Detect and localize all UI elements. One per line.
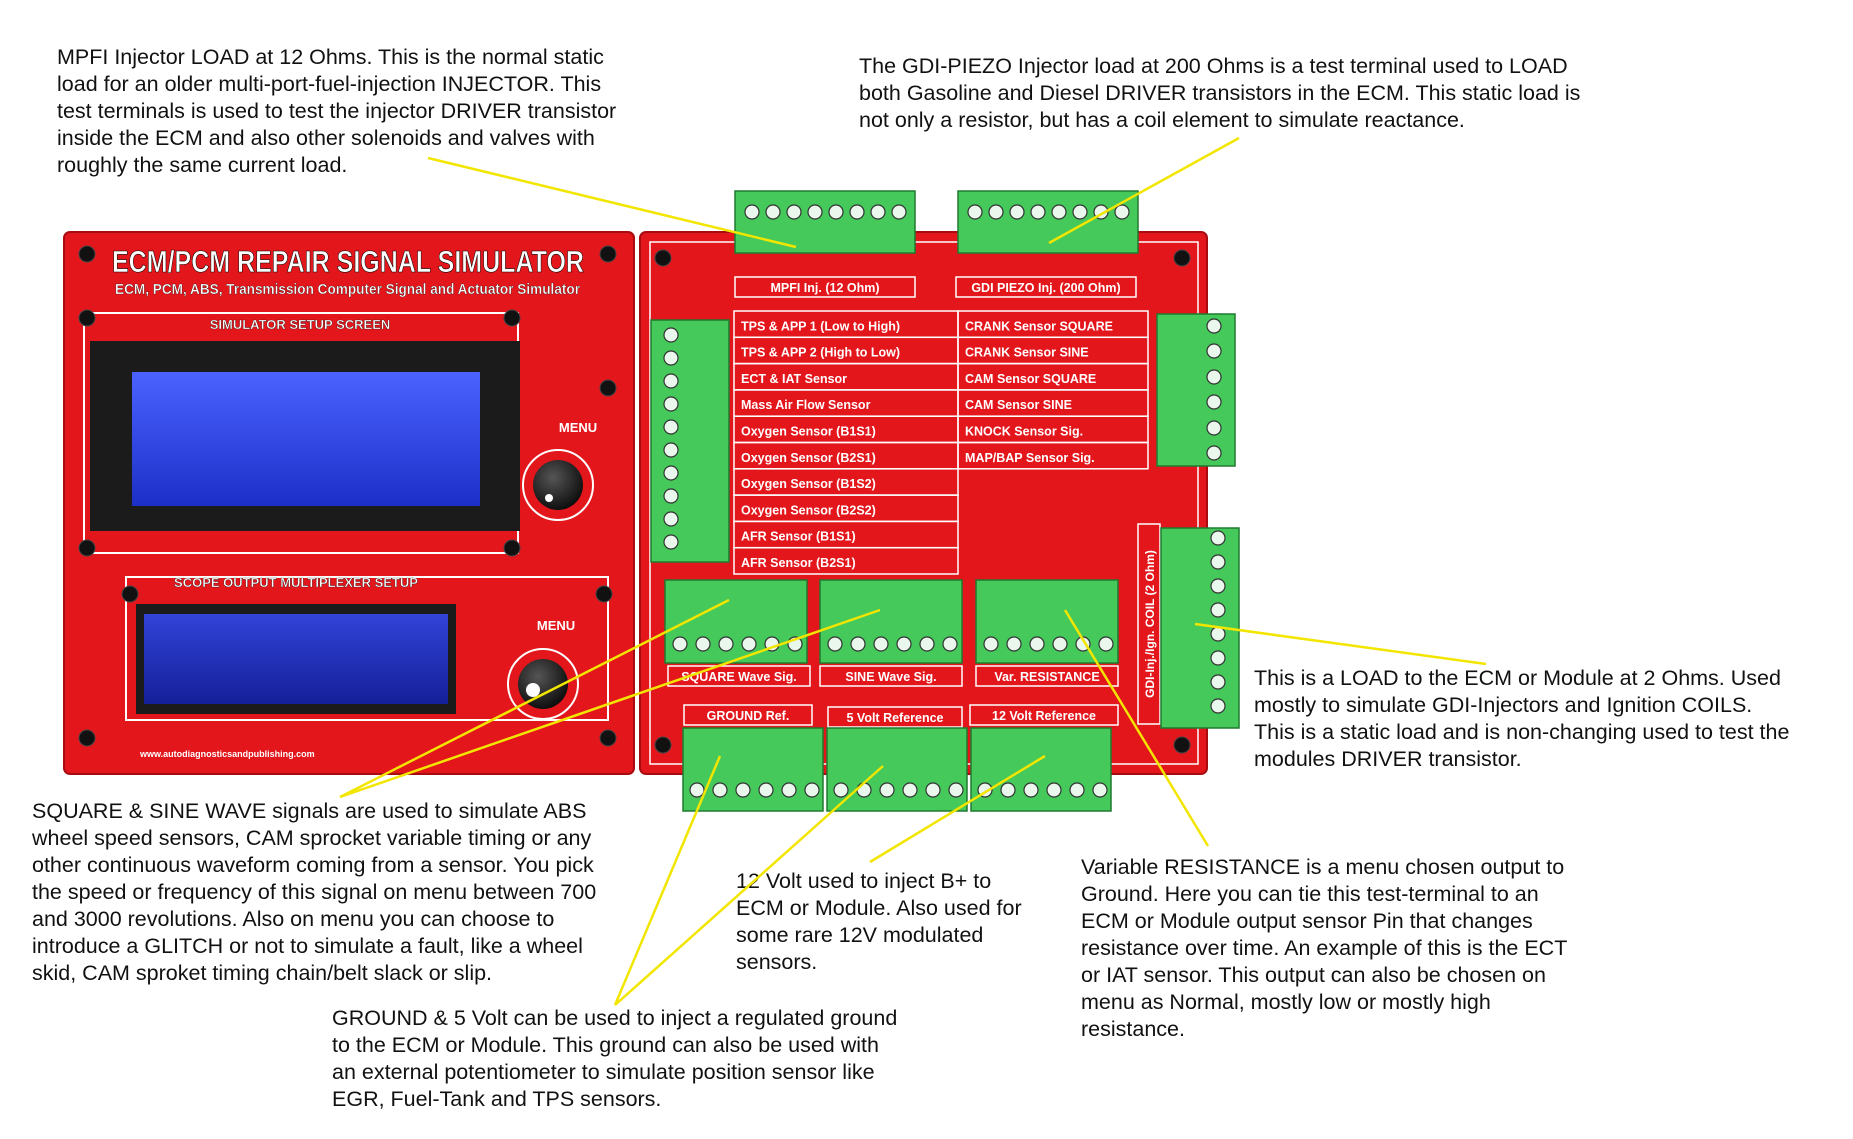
mpfi-screws (744, 204, 907, 220)
sensor-left-label: TPS & APP 2 (High to Low) (741, 346, 900, 360)
annotation-wave: SQUARE & SINE WAVE signals are used to s… (32, 799, 597, 985)
scope-frame (125, 576, 609, 721)
menu-knob-ring-2 (507, 648, 579, 720)
scope-label: SCOPE OUTPUT MULTIPLEXER SETUP (174, 575, 418, 590)
sensor-terminal-strip-right[interactable] (1156, 313, 1236, 467)
leader-resistance (1063, 609, 1210, 847)
gdi-screws (967, 204, 1130, 220)
coil-label: GDI-Inj./Ign. COIL (2 Ohm) (1143, 550, 1157, 698)
sensor-left-label: AFR Sensor (B1S1) (741, 530, 856, 544)
resistance-terminal-block[interactable] (975, 579, 1119, 664)
sine-wave-label: SINE Wave Sig. (845, 670, 936, 684)
mpfi-label-box (734, 276, 916, 298)
screws (78, 245, 1191, 754)
gdi-terminal-block[interactable] (957, 190, 1139, 254)
lcd-screen-1 (132, 372, 480, 506)
leader-gdi (1048, 136, 1240, 245)
ground-screws (689, 782, 820, 798)
square-wave-label: SQUARE Wave Sig. (681, 670, 797, 684)
website-text: www.autodiagnosticsandpublishing.com (139, 749, 315, 759)
sensor-strip-left-screws (663, 327, 679, 550)
five-volt-label: 5 Volt Reference (846, 711, 943, 725)
sensor-right-label: CRANK Sensor SQUARE (965, 319, 1113, 333)
lcd-screen-2 (144, 614, 448, 704)
sensor-right-label: CRANK Sensor SINE (965, 346, 1089, 360)
resistance-label: Var. RESISTANCE (994, 670, 1099, 684)
leader-twelve (869, 754, 1046, 864)
twelve-volt-label-box (969, 704, 1119, 726)
ground-terminal-block[interactable] (682, 727, 824, 812)
coil-screws (1210, 530, 1226, 714)
sensor-right-label: KNOCK Sensor Sig. (965, 425, 1083, 439)
five-volt-terminal-block[interactable] (826, 727, 968, 812)
sensor-left-label: TPS & APP 1 (Low to High) (741, 319, 900, 333)
sensor-label-table: TPS & APP 1 (Low to High) TPS & APP 2 (Hi… (733, 310, 1149, 575)
annotation-twelve-volt: 12 Volt used to inject B+ to ECM or Modu… (736, 869, 1022, 974)
twelve-volt-terminal-block[interactable] (970, 727, 1112, 812)
mpfi-label: MPFI Inj. (12 Ohm) (770, 281, 879, 295)
sensor-strip-right-screws (1206, 318, 1222, 461)
sine-wave-label-box (819, 665, 963, 687)
sine-wave-terminal-block[interactable] (819, 579, 963, 664)
menu-knob-1[interactable] (533, 460, 583, 510)
leader-five (614, 765, 884, 1006)
ground-label: GROUND Ref. (707, 709, 790, 723)
menu-knob-ring-1 (522, 449, 594, 521)
sensor-left-label: Mass Air Flow Sensor (741, 398, 871, 412)
sensor-left-label: Oxygen Sensor (B2S1) (741, 451, 876, 465)
board-title: ECM/PCM REPAIR SIGNAL SIMULATOR (112, 244, 584, 279)
five-volt-screws (833, 782, 964, 798)
sensor-terminal-strip-left[interactable] (650, 319, 730, 563)
annotation-resistance: Variable RESISTANCE is a menu chosen out… (1081, 855, 1568, 1041)
annotation-coil: This is a LOAD to the ECM or Module at 2… (1254, 666, 1790, 771)
twelve-volt-label: 12 Volt Reference (992, 709, 1096, 723)
board-subtitle: ECM, PCM, ABS, Transmission Computer Sig… (115, 281, 580, 298)
sensor-right-label-box (957, 441, 1149, 470)
annotation-gdi: The GDI-PIEZO Injector load at 200 Ohms … (859, 54, 1581, 132)
sensor-right-label: CAM Sensor SINE (965, 398, 1072, 412)
gdi-label: GDI PIEZO Inj. (200 Ohm) (971, 281, 1120, 295)
menu-label-1: MENU (559, 420, 597, 435)
leader-mpfi (427, 156, 797, 249)
leader-ground (613, 755, 722, 1006)
resistance-label-box (975, 665, 1119, 687)
sine-wave-screws (827, 636, 958, 652)
sensor-right-label: CAM Sensor SQUARE (965, 372, 1096, 386)
sensor-left-label: ECT & IAT Sensor (741, 372, 847, 386)
sensor-left-label: Oxygen Sensor (B1S2) (741, 477, 876, 491)
sensor-left-label: AFR Sensor (B2S1) (741, 556, 856, 570)
leader-square (339, 598, 730, 799)
leader-coil (1194, 622, 1487, 666)
leader-lines (339, 136, 1487, 1006)
annotation-ground: GROUND & 5 Volt can be used to inject a … (332, 1006, 898, 1111)
setup-screen-label: SIMULATOR SETUP SCREEN (210, 317, 391, 332)
menu-knob-2-indicator (526, 683, 540, 697)
sensor-right-label: MAP/BAP Sensor Sig. (965, 451, 1095, 465)
mpfi-terminal-block[interactable] (734, 190, 916, 254)
leader-sine (339, 608, 881, 799)
menu-knob-1-indicator (545, 494, 553, 502)
sensor-left-label: Oxygen Sensor (B2S2) (741, 503, 876, 517)
menu-label-2: MENU (537, 618, 575, 633)
coil-label-box (1137, 523, 1161, 725)
ground-label-box (683, 704, 813, 726)
sensor-left-label: Oxygen Sensor (B1S1) (741, 425, 876, 439)
five-volt-label-box (827, 706, 963, 728)
gdi-label-box (955, 276, 1137, 298)
twelve-volt-screws (977, 782, 1108, 798)
annotation-mpfi: MPFI Injector LOAD at 12 Ohms. This is t… (57, 45, 617, 177)
sensor-left-label-box (733, 546, 959, 575)
